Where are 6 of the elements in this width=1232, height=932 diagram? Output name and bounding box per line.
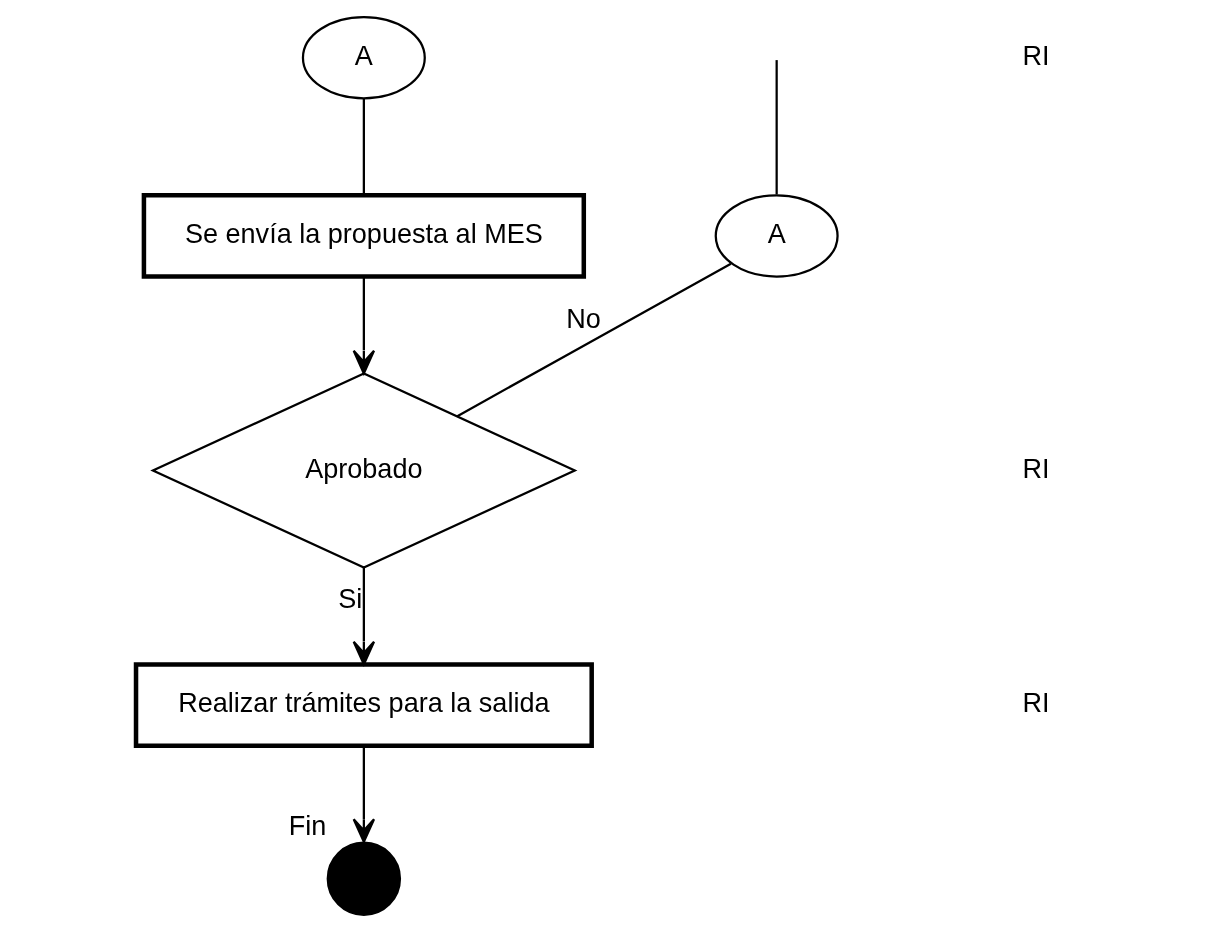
label: RI (1022, 688, 1050, 719)
edge-label: Si (337, 584, 362, 615)
label: RI (1022, 40, 1050, 71)
edge-label: No (565, 304, 601, 335)
node-label: Fin (288, 811, 326, 842)
label: RI (1022, 453, 1050, 484)
